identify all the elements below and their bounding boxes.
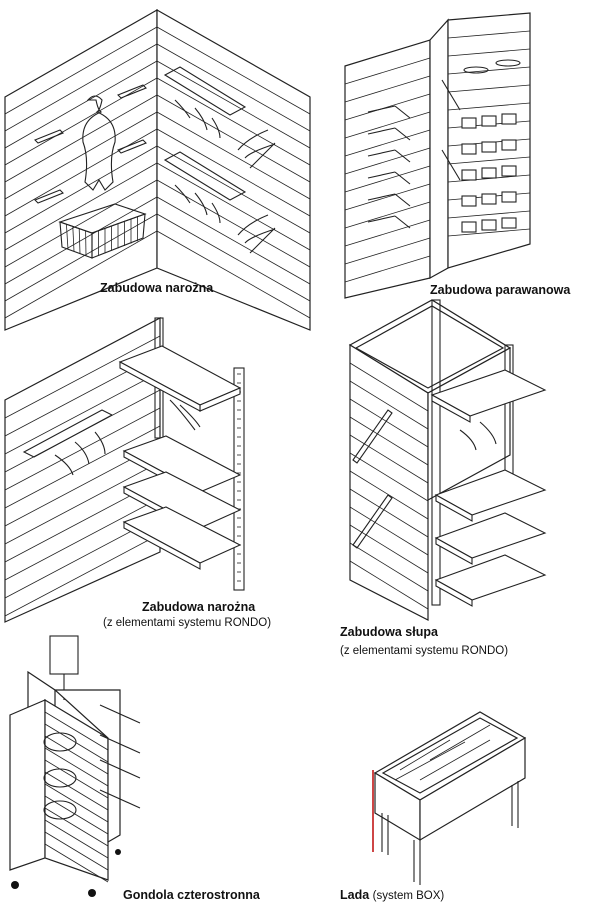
- wire-basket: [58, 203, 147, 259]
- counter-drawing: [372, 711, 527, 885]
- caption-pillar: Zabudowa słupa: [340, 625, 438, 639]
- caption-counter: Lada (system BOX): [340, 888, 445, 902]
- caption-corner-rondo: Zabudowa narożna: [142, 600, 256, 614]
- pillar-drawing: [348, 299, 547, 621]
- caption-pillar-sub: (z elementami systemu RONDO): [340, 645, 509, 657]
- screen-wall-drawing: [344, 12, 531, 299]
- caption-screen: Zabudowa parawanowa: [430, 283, 571, 297]
- caption-corner-rondo-sub: (z elementami systemu RONDO): [103, 617, 272, 629]
- corner-rondo-drawing: [4, 317, 245, 623]
- corner-wall-drawing: [4, 8, 311, 331]
- caption-gondola: Gondola czterostronna: [123, 888, 260, 902]
- caption-corner: Zabudowa narożna: [100, 281, 214, 295]
- gondola-drawing: [9, 635, 141, 897]
